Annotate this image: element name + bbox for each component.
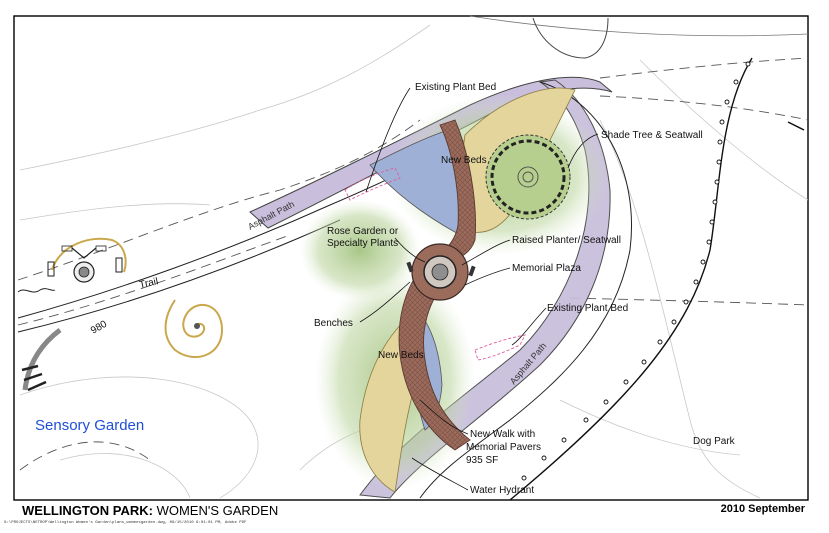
seating-arc [21, 328, 62, 392]
tree-trunk-inner [522, 171, 534, 183]
label-raised-planter: Raised Planter/ Seatwall [512, 235, 621, 246]
label-new-walk-3: 935 SF [466, 455, 498, 466]
drawing-title: WELLINGTON PARK: WOMEN'S GARDEN [22, 503, 278, 518]
seatwall-ring [490, 139, 566, 215]
leader-lines [359, 87, 599, 491]
label-rose-garden-2: Specialty Plants [327, 238, 398, 249]
dashed-lines [17, 57, 809, 471]
label-trail: Trail [138, 276, 159, 291]
tree-trunk [517, 166, 539, 188]
label-new-beds-top: New Beds [441, 155, 487, 166]
existing-bed-outline-top [344, 167, 401, 201]
label-existing-plant-bed-top: Existing Plant Bed [415, 82, 496, 93]
label-new-walk-1: New Walk with [470, 429, 535, 440]
label-shade-tree: Shade Tree & Seatwall [601, 130, 703, 141]
label-water-hydrant: Water Hydrant [470, 485, 534, 496]
drawing-date: 2010 September [720, 503, 805, 515]
shade-tree-canopy [485, 134, 571, 220]
sensory-garden-feature [17, 237, 127, 293]
label-memorial-plaza: Memorial Plaza [512, 263, 581, 274]
file-path-line: G:\PROJECTS\NETROP\Wellington Women's Ga… [4, 521, 247, 525]
planter-center [431, 263, 449, 281]
label-new-beds-bottom: New Beds [378, 350, 424, 361]
label-dog-park: Dog Park [693, 436, 736, 447]
asphalt-path-lower [359, 79, 611, 499]
label-new-walk-2: Memorial Pavers [466, 442, 541, 453]
fence-posts [521, 61, 751, 481]
title-prefix: WELLINGTON PARK: [22, 503, 153, 518]
gate-mark [787, 121, 805, 131]
label-existing-plant-bed-bottom: Existing Plant Bed [547, 303, 628, 314]
spiral-path [164, 299, 224, 359]
benches-marks [406, 261, 476, 277]
label-rose-garden-1: Rose Garden or [327, 226, 399, 237]
label-benches: Benches [314, 318, 353, 329]
green-area-left [300, 200, 420, 300]
drawing-border [13, 15, 809, 501]
tree-canopy-top [532, 17, 609, 59]
path-outer-edge [419, 81, 632, 499]
label-elevation: 980 [89, 319, 109, 337]
title-suffix: WOMEN'S GARDEN [152, 503, 279, 518]
label-sensory-garden: Sensory Garden [35, 417, 144, 434]
fence-line [509, 57, 753, 501]
boundary-line [469, 15, 809, 37]
